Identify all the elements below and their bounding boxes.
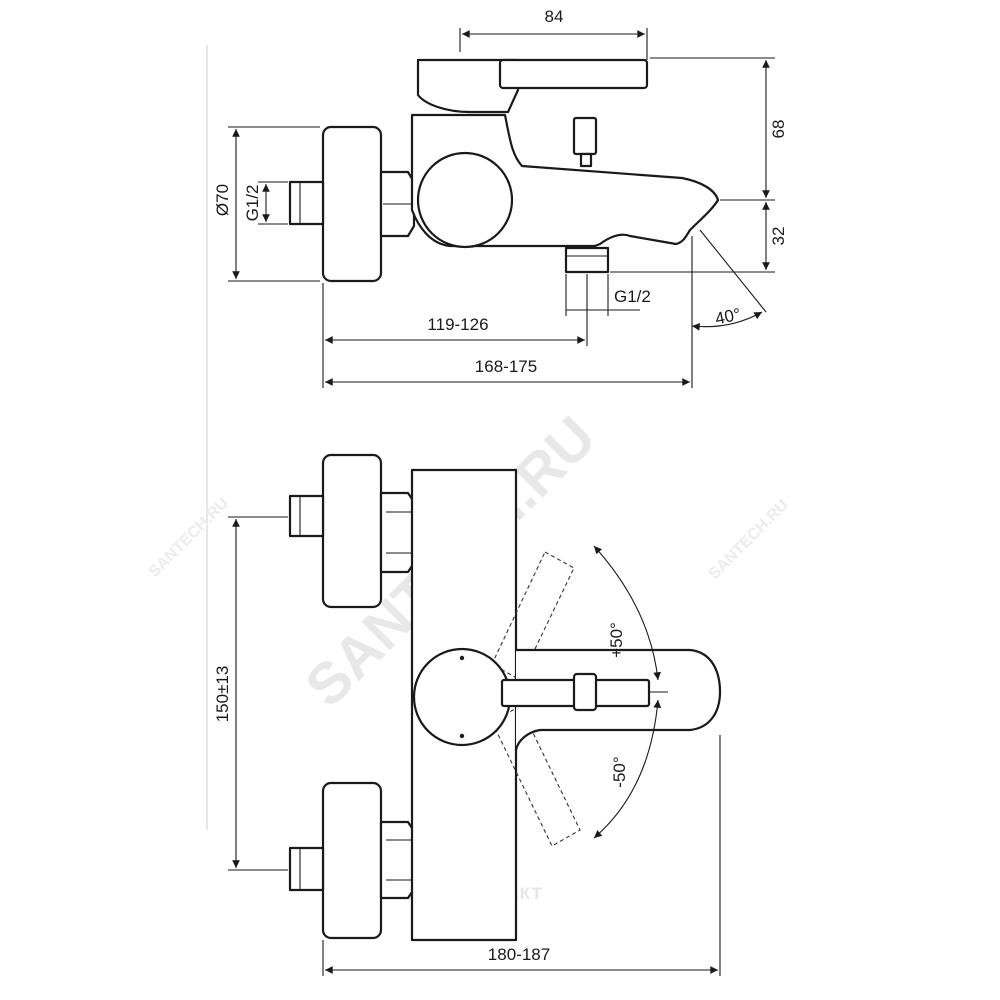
- dim-span-168-175: 168-175: [475, 357, 537, 376]
- front-view: +50° -50° 150±13 180-187: [213, 453, 722, 976]
- dim-rosette-diameter: Ø70: [213, 184, 232, 216]
- lever-position-minus: [491, 705, 581, 847]
- dim-span-119-126: 119-126: [427, 315, 488, 334]
- side-lever-base: [416, 58, 520, 114]
- side-lever-handle: [498, 58, 649, 90]
- watermark-left: SANTECH.RU: [146, 495, 232, 581]
- side-rosette: [321, 125, 383, 283]
- side-outlet-connector: [564, 246, 610, 274]
- dim-centers: 150±13: [213, 666, 232, 723]
- dim-lever-minus: -50°: [610, 756, 629, 787]
- dim-inlet-thread: G1/2: [243, 185, 262, 222]
- front-diverter: [572, 672, 598, 712]
- side-diverter-stem: [579, 152, 593, 168]
- dim-spout-angle: 40°: [713, 305, 742, 329]
- side-inlet-stub: [288, 180, 325, 226]
- side-view: 84 68 32 Ø70 G1/2 G1/2 40° 119-: [213, 7, 788, 388]
- dim-spout-reach-top: 84: [545, 7, 564, 26]
- front-inlet-bottom: [288, 846, 325, 892]
- dim-height-68: 68: [769, 120, 788, 139]
- watermark-right: SANTECH.RU: [706, 497, 792, 583]
- front-cartridge: [412, 647, 512, 747]
- front-rosette-bottom: [321, 781, 383, 940]
- front-inlet-top: [288, 494, 325, 538]
- front-rosette-top: [321, 453, 383, 609]
- dim-lever-plus: +50°: [607, 622, 626, 658]
- front-hex-nut-bottom: [379, 820, 418, 900]
- dim-height-32: 32: [769, 227, 788, 246]
- dim-overall-width: 180-187: [488, 945, 550, 964]
- side-diverter-knob: [572, 116, 598, 156]
- front-hex-nut-top: [379, 491, 418, 574]
- dim-outlet-thread: G1/2: [614, 287, 651, 306]
- side-cartridge: [416, 151, 514, 249]
